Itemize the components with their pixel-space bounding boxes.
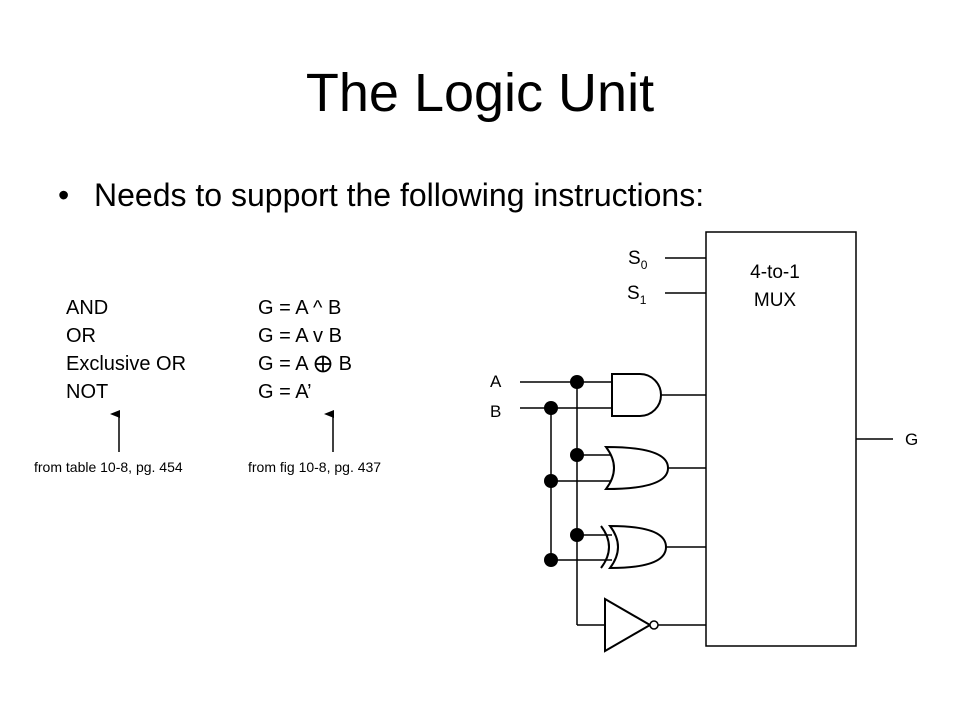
input-label-b: B (490, 402, 501, 421)
operation-name: OR (66, 325, 96, 347)
bullet-point: • Needs to support the following instruct… (58, 172, 704, 218)
and-gate (611, 373, 662, 417)
operation-expression: G = A’ (258, 381, 312, 403)
junction-dots (544, 375, 584, 567)
mux-label-line1: 4-to-1 (750, 262, 800, 283)
operation-row-and: AND G = A ^ B (66, 294, 352, 322)
operations-table: AND G = A ^ B OR G = A v B Exclusive OR … (66, 294, 352, 406)
operation-name: NOT (66, 381, 109, 403)
input-wires (520, 381, 612, 626)
source-note-table: from table 10-8, pg. 454 (34, 459, 183, 475)
bullet-icon: • (58, 177, 70, 213)
xor-gate-input-arc (600, 525, 610, 569)
source-note-figure: from fig 10-8, pg. 437 (248, 459, 382, 475)
operation-row-not: NOT G = A’ (66, 378, 352, 406)
bullet-text: Needs to support the following instructi… (94, 177, 705, 213)
select-label-s1: S1 (627, 283, 647, 307)
xor-expression-right: B (338, 353, 352, 375)
operation-expression: G = A ^ B (258, 297, 342, 319)
input-label-a: A (490, 372, 502, 391)
slide-title: The Logic Unit (305, 63, 655, 123)
operation-row-xor: Exclusive OR G = A B (66, 350, 352, 378)
xor-symbol-icon (314, 355, 332, 373)
mux-box (705, 231, 857, 647)
gate-output-wires (658, 394, 706, 626)
operation-name: Exclusive OR (66, 353, 187, 375)
not-gate (604, 597, 652, 653)
mux-label-line2: MUX (754, 290, 797, 311)
operation-row-or: OR G = A v B (66, 322, 352, 350)
output-label: G (905, 430, 918, 449)
select-label-s0: S0 (628, 248, 648, 272)
operation-name: AND (66, 297, 109, 319)
or-gate (603, 445, 670, 491)
operation-expression: G = A B (258, 350, 352, 378)
xor-gate (607, 524, 668, 570)
operation-expression: G = A v B (258, 325, 342, 347)
xor-expression-left: G = A (258, 353, 308, 375)
not-gate-bubble (649, 620, 659, 630)
